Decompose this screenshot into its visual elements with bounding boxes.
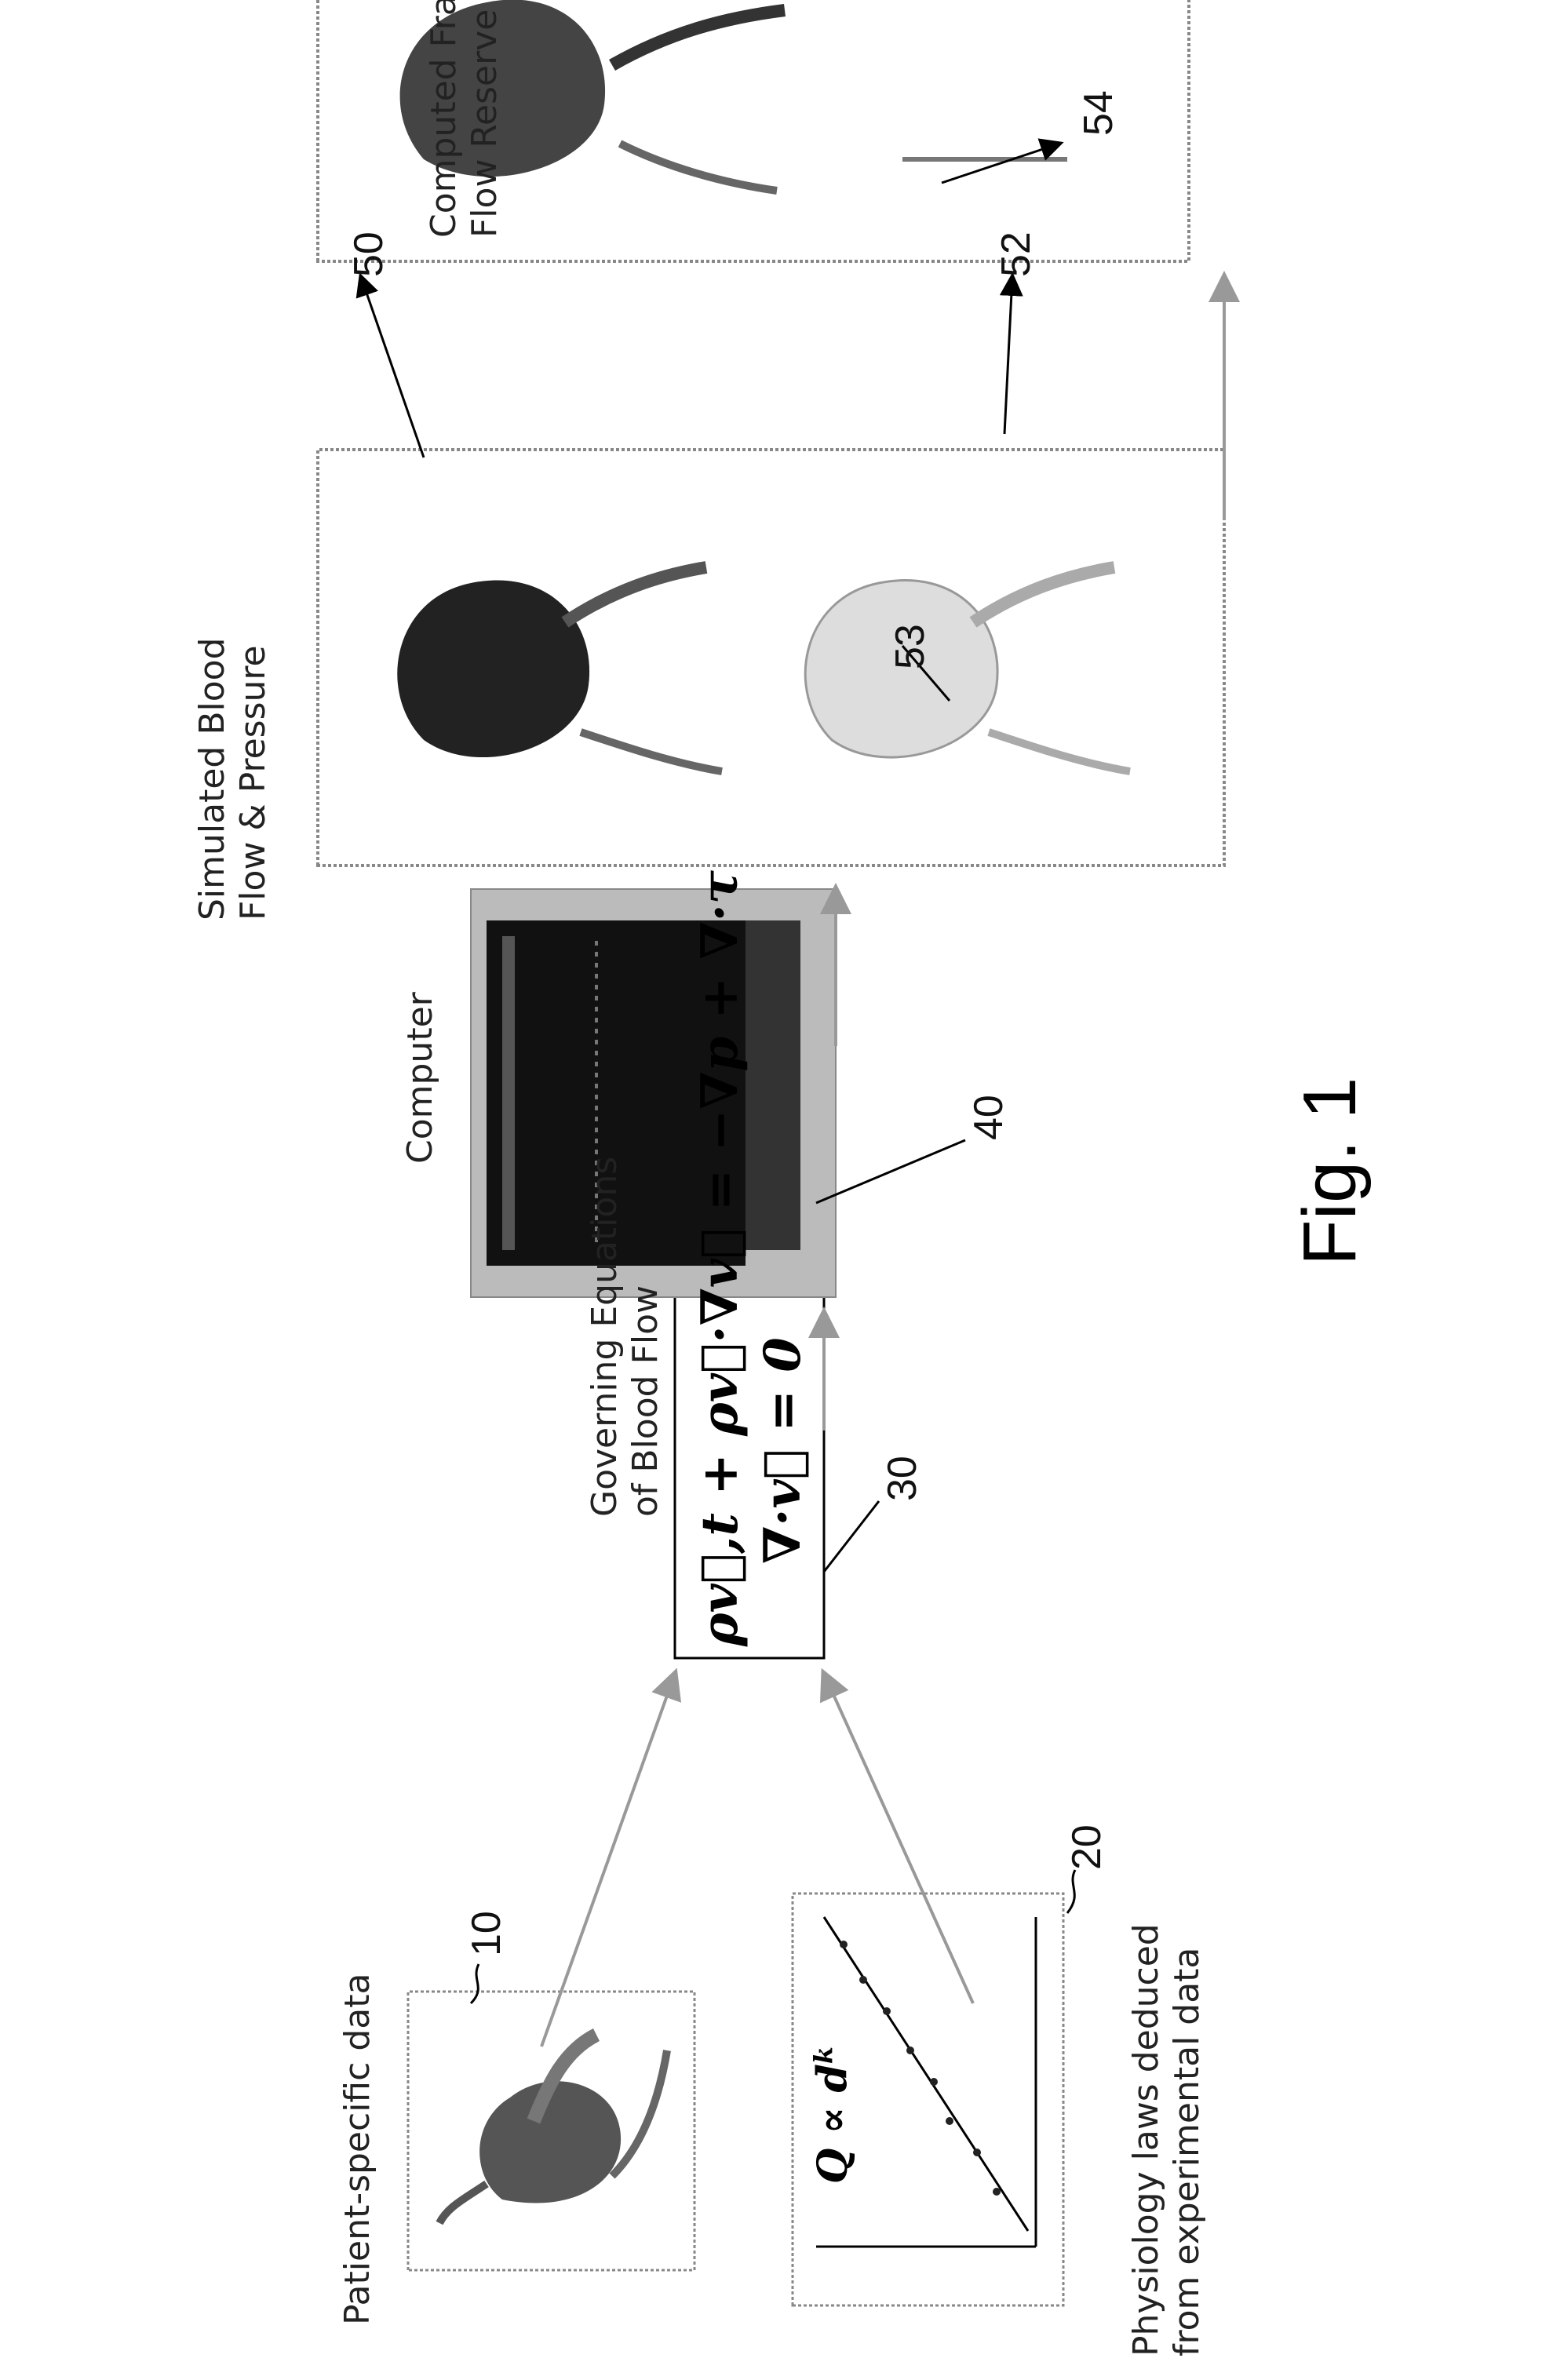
cffr-label: Computed Fractional Flow Reserve (cFFR) [424,0,505,238]
ref-40: 40 [965,1095,1012,1140]
ref-53: 53 [887,624,934,669]
patient-data-label: Patient-specific data [337,1974,378,2325]
ref-54: 54 [1075,90,1122,136]
physiology-laws-label: Physiology laws deduced from experimenta… [1126,1923,1208,2356]
continuity-equation: ∇·v⃗ = 0 [753,1337,812,1564]
computer-label: Computer [400,992,441,1164]
ref-50: 50 [345,231,392,277]
simulated-label: Simulated Blood Flow & Pressure [192,637,274,920]
figure-caption: Fig. 1 [1287,1077,1373,1266]
governing-equations-label: Governing Equations of Blood Flow [585,1157,666,1517]
simulation-box [318,450,1224,866]
ref-10: 10 [463,1911,510,1956]
patient-data-box [408,1992,694,2270]
ref-20: 20 [1063,1824,1110,1870]
momentum-equation: ρv⃗,t + ρv⃗·∇v⃗ = −∇p + ∇·τ [691,870,749,1646]
ref-52: 52 [993,231,1040,277]
flow-model [397,581,589,758]
plot-formula: Q ∝ dk [808,2047,856,2184]
ref-30: 30 [879,1456,926,1501]
